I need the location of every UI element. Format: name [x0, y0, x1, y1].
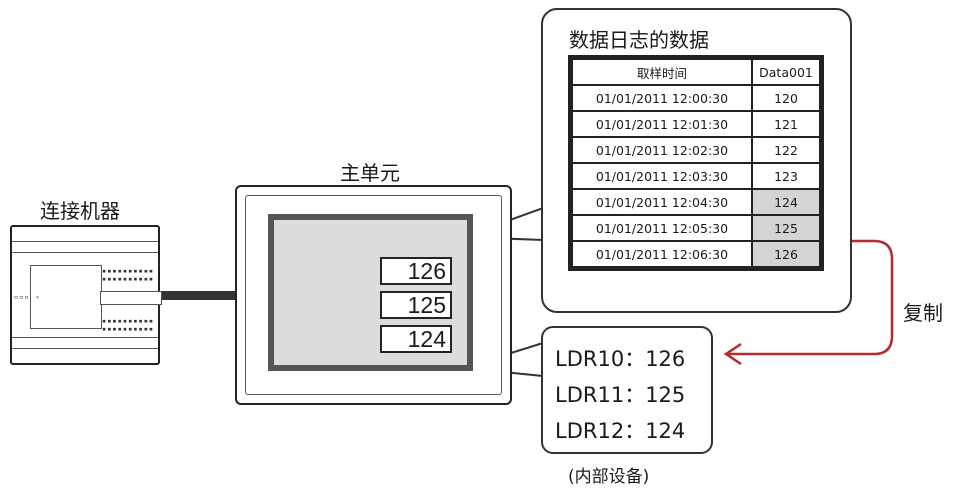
copy-label: 复制: [903, 301, 943, 325]
controller-panel: [30, 265, 102, 329]
hmi-screen: 126 125 124: [268, 214, 473, 371]
controller-port: [100, 291, 162, 305]
main-unit-label: 主单元: [340, 161, 400, 185]
data-log-table: 取样时间 Data001 01/01/2011 12:00:30 120 01/…: [568, 55, 824, 271]
row-value: 123: [751, 162, 821, 190]
internal-device-label: (内部设备): [568, 467, 650, 487]
connection-cable: [160, 291, 236, 300]
table-row: 01/01/2011 12:01:30 121: [571, 110, 821, 138]
ldr-line-3: LDR12：124: [555, 415, 685, 445]
hmi-value-2: 125: [380, 291, 452, 319]
ldr-separator: ：: [624, 383, 646, 407]
row-value-highlighted: 125: [751, 214, 821, 242]
table-row: 01/01/2011 12:05:30 125: [571, 214, 821, 242]
controller-label: 连接机器: [40, 199, 120, 223]
main-unit-device: 126 125 124: [235, 185, 512, 405]
data-log-title: 数据日志的数据: [569, 28, 709, 52]
copy-arrowhead: [723, 342, 742, 366]
ldr-name: LDR11: [555, 383, 625, 407]
row-time: 01/01/2011 12:01:30: [571, 110, 753, 138]
data-log-callout: 数据日志的数据 取样时间 Data001 01/01/2011 12:00:30…: [541, 8, 852, 313]
ldr-value: 124: [645, 419, 686, 443]
internal-device-callout: LDR10：126 LDR11：125 LDR12：124: [541, 326, 713, 454]
row-value: 120: [751, 84, 821, 112]
ldr-value: 125: [645, 383, 686, 407]
row-time: 01/01/2011 12:06:30: [571, 240, 753, 268]
row-value-highlighted: 126: [751, 240, 821, 268]
hmi-value-3: 124: [380, 325, 452, 353]
table-header-row: 取样时间 Data001: [571, 58, 821, 86]
header-data001: Data001: [751, 58, 821, 86]
row-time: 01/01/2011 12:02:30: [571, 136, 753, 164]
hmi-value-1: 126: [380, 257, 452, 285]
table-row: 01/01/2011 12:00:30 120: [571, 84, 821, 112]
ldr-line-1: LDR10：126: [555, 343, 685, 373]
row-time: 01/01/2011 12:04:30: [571, 188, 753, 216]
row-value: 122: [751, 136, 821, 164]
ldr-separator: ：: [624, 419, 646, 443]
ldr-name: LDR12: [555, 419, 625, 443]
table-row: 01/01/2011 12:02:30 122: [571, 136, 821, 164]
ldr-name: LDR10: [555, 347, 625, 371]
header-sample-time: 取样时间: [571, 58, 753, 86]
row-value-highlighted: 124: [751, 188, 821, 216]
controller-device: ▫▫▫ ◃ ▪▪▪▪▪▪▪▪▪▪▪▪▪▪▪▪▪▪▪▪ ▪▪▪▪▪▪▪▪▪▪▪▪▪…: [10, 225, 162, 365]
ldr-separator: ：: [624, 347, 646, 371]
ldr-line-2: LDR11：125: [555, 379, 685, 409]
row-time: 01/01/2011 12:03:30: [571, 162, 753, 190]
table-row: 01/01/2011 12:04:30 124: [571, 188, 821, 216]
table-row: 01/01/2011 12:06:30 126: [571, 240, 821, 268]
ldr-value: 126: [645, 347, 686, 371]
row-time: 01/01/2011 12:05:30: [571, 214, 753, 242]
table-row: 01/01/2011 12:03:30 123: [571, 162, 821, 190]
row-value: 121: [751, 110, 821, 138]
row-time: 01/01/2011 12:00:30: [571, 84, 753, 112]
